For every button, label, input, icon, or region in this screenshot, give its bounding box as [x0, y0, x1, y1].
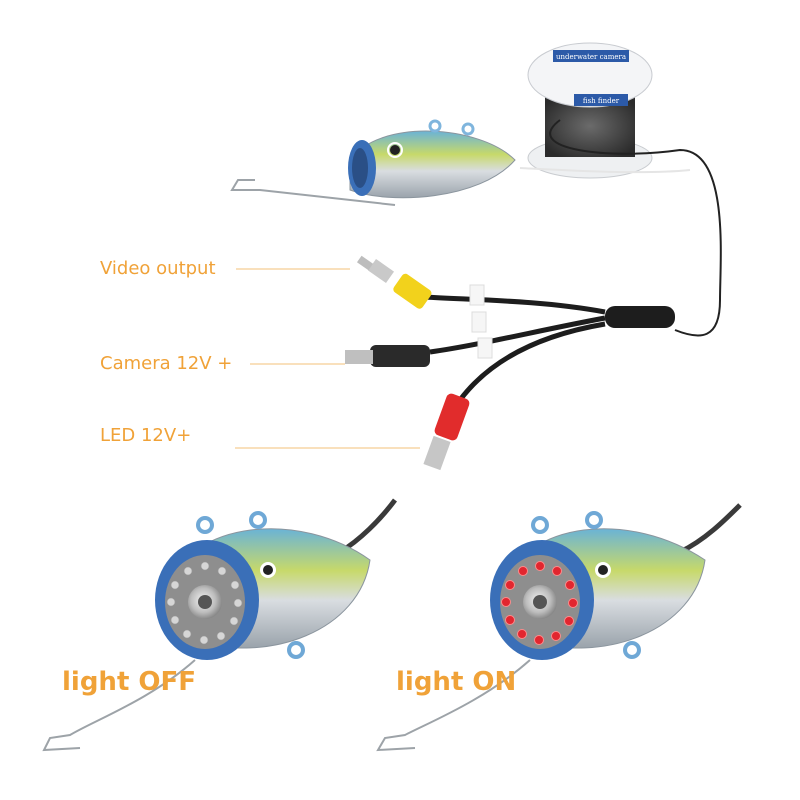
led-power-label: LED 12V+ [100, 425, 192, 446]
main-cable [549, 119, 722, 337]
cable-spool-icon: underwater camera fish finder [527, 42, 653, 179]
camera-light-off [42, 498, 397, 752]
spool-title: underwater camera [556, 53, 626, 61]
spool-subtitle: fish finder [583, 97, 620, 105]
camera-power-label: Camera 12V + [100, 353, 233, 374]
video-output-label: Video output [100, 258, 216, 279]
fish-camera-icon [348, 119, 516, 199]
dc-plug-icon [370, 345, 430, 367]
light-on-label: light ON [396, 667, 517, 697]
wire-hook [230, 179, 396, 206]
connector-harness [345, 255, 675, 471]
light-off-label: light OFF [62, 667, 197, 697]
camera-light-on [376, 503, 742, 752]
rca-plug-icon [393, 273, 432, 309]
